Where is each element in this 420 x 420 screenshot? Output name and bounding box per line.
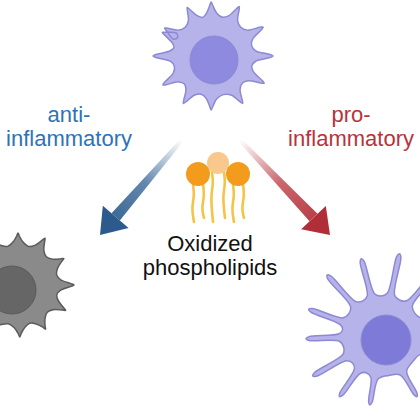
arrow-head <box>100 206 129 235</box>
cells <box>0 2 420 405</box>
cell-body <box>153 2 273 110</box>
lipid-head <box>186 162 210 186</box>
anti-inflammatory-cell <box>0 233 74 337</box>
arrows <box>100 139 330 235</box>
phospholipid-icon <box>186 152 250 222</box>
cell-nucleus <box>190 36 238 84</box>
cell-body <box>0 233 74 337</box>
anti-inflammatory-arrow <box>100 139 184 235</box>
lipid-tail <box>192 184 194 222</box>
cell-nucleus <box>0 266 36 314</box>
lipid-tail <box>242 184 244 218</box>
effect-label: pro- inflammatory <box>286 103 416 151</box>
effect-label: anti- inflammatory <box>4 103 134 151</box>
arrow-shaft <box>239 139 318 222</box>
lipid-tail <box>232 184 234 222</box>
pro-inflammatory-cell <box>306 254 420 405</box>
lipid-tail <box>223 172 225 218</box>
lipid-head <box>226 162 250 186</box>
dendritic-cell-top <box>153 2 273 110</box>
lipid-head <box>207 152 229 174</box>
lipid-tail <box>211 172 213 222</box>
molecule-label: Oxidized phospholipids <box>128 232 292 280</box>
lipid-tail <box>202 184 204 218</box>
pro-inflammatory-arrow <box>239 139 330 235</box>
cell-body <box>306 254 420 405</box>
arrow-head <box>301 206 330 235</box>
cell-nucleus <box>361 315 411 365</box>
